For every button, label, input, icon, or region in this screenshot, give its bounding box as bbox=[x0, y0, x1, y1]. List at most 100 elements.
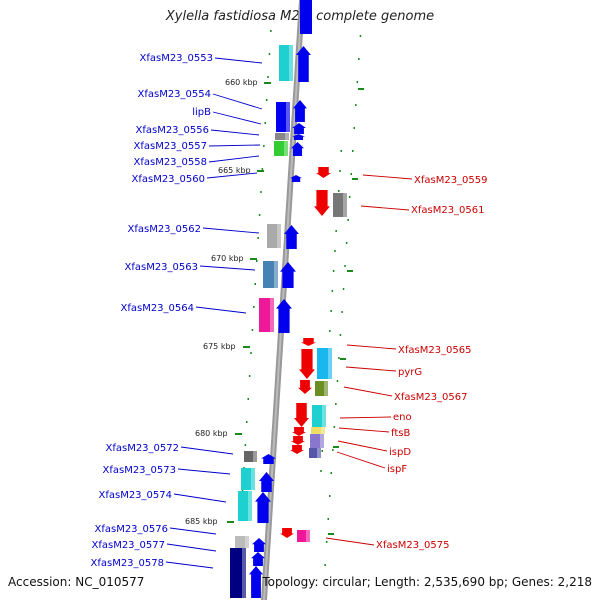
tick bbox=[353, 127, 355, 129]
tick bbox=[258, 214, 261, 216]
gene-label[interactable]: XfasM23_0575 bbox=[376, 540, 450, 551]
kbp-label: 685 kbp bbox=[185, 517, 218, 526]
leader-line bbox=[214, 57, 263, 64]
tick bbox=[355, 104, 357, 106]
gene-label[interactable]: ispF bbox=[387, 464, 407, 475]
tick bbox=[324, 564, 326, 566]
gene-label[interactable]: XfasM23_0573 bbox=[102, 465, 176, 476]
feature-block bbox=[274, 141, 288, 156]
feature-block bbox=[230, 548, 246, 598]
reverse-gene-arrow bbox=[314, 190, 330, 216]
tick bbox=[344, 265, 346, 267]
gene-label[interactable]: XfasM23_0559 bbox=[414, 175, 488, 186]
feature-block bbox=[310, 434, 324, 448]
major-tick bbox=[243, 346, 250, 348]
major-tick bbox=[328, 533, 334, 535]
gene-label[interactable]: XfasM23_0576 bbox=[94, 524, 168, 535]
gene-label[interactable]: XfasM23_0558 bbox=[133, 157, 207, 168]
forward-gene-arrow bbox=[261, 454, 276, 464]
forward-gene-arrow bbox=[292, 134, 305, 140]
label-leader-lines bbox=[165, 57, 413, 569]
tick bbox=[336, 380, 339, 382]
tick bbox=[348, 196, 351, 198]
tick bbox=[267, 76, 269, 78]
feature-block bbox=[297, 530, 310, 542]
gene-label[interactable]: XfasM23_0563 bbox=[124, 262, 198, 273]
gene-label[interactable]: XfasM23_0578 bbox=[90, 558, 164, 569]
leader-line bbox=[343, 386, 393, 397]
gene-label[interactable]: eno bbox=[393, 412, 412, 423]
forward-gene-arrow bbox=[259, 472, 274, 492]
major-tick bbox=[340, 358, 346, 360]
tick bbox=[339, 170, 341, 172]
tick bbox=[340, 150, 342, 152]
feature-block bbox=[241, 468, 255, 490]
feature-block bbox=[244, 451, 257, 462]
gene-label[interactable]: XfasM23_0567 bbox=[394, 392, 468, 403]
gene-label[interactable]: XfasM23_0564 bbox=[120, 303, 194, 314]
gene-label[interactable]: XfasM23_0565 bbox=[398, 345, 472, 356]
gene-label[interactable]: XfasM23_0574 bbox=[98, 490, 172, 501]
feature-highlight bbox=[251, 468, 255, 490]
gene-label[interactable]: pyrG bbox=[398, 367, 422, 378]
tick bbox=[332, 449, 334, 451]
gene-label[interactable]: lipB bbox=[192, 107, 211, 118]
feature-block bbox=[259, 298, 274, 332]
reverse-gene-arrow bbox=[292, 427, 306, 436]
tick bbox=[256, 260, 258, 262]
feature-highlight bbox=[274, 261, 278, 288]
feature-highlight bbox=[285, 133, 289, 140]
feature-blocks bbox=[230, 45, 347, 598]
feature-highlight bbox=[317, 448, 321, 458]
leader-line bbox=[345, 366, 397, 372]
kbp-label: 675 kbp bbox=[203, 342, 236, 351]
feature-highlight bbox=[324, 381, 328, 396]
gene-label[interactable]: XfasM23_0554 bbox=[137, 89, 211, 100]
gene-label[interactable]: XfasM23_0553 bbox=[139, 53, 213, 64]
leader-line bbox=[199, 265, 256, 271]
major-tick bbox=[257, 170, 264, 172]
gene-label[interactable]: XfasM23_0562 bbox=[127, 224, 201, 235]
forward-gene-arrow bbox=[290, 175, 302, 182]
gene-label[interactable]: XfasM23_0561 bbox=[411, 205, 485, 216]
gene-label[interactable]: XfasM23_0572 bbox=[105, 443, 179, 454]
accession-text: Accession: NC_010577 bbox=[8, 575, 145, 589]
reverse-gene-arrow bbox=[290, 445, 304, 454]
leader-line bbox=[195, 306, 247, 314]
gene-label[interactable]: XfasM23_0557 bbox=[133, 141, 207, 152]
leader-line bbox=[208, 155, 260, 163]
gene-label[interactable]: XfasM23_0556 bbox=[135, 125, 209, 136]
gene-arrows bbox=[249, 0, 331, 598]
tick bbox=[263, 145, 265, 147]
tick bbox=[321, 450, 323, 452]
gene-label[interactable]: ispD bbox=[389, 447, 411, 458]
leader-line bbox=[338, 427, 390, 433]
tick bbox=[247, 398, 249, 400]
tick bbox=[264, 122, 266, 124]
tick bbox=[330, 472, 332, 474]
gene-label[interactable]: ftsB bbox=[391, 428, 410, 439]
feature-highlight bbox=[321, 427, 325, 434]
tick bbox=[248, 375, 251, 377]
feature-block bbox=[275, 133, 289, 140]
tick bbox=[352, 150, 354, 152]
leader-line bbox=[336, 451, 386, 469]
feature-block bbox=[235, 536, 249, 548]
kbp-label: 660 kbp bbox=[225, 78, 258, 87]
forward-gene-arrow bbox=[291, 142, 304, 156]
kbp-label: 665 kbp bbox=[218, 166, 251, 175]
tick bbox=[356, 81, 359, 83]
tick bbox=[335, 230, 337, 232]
leader-line bbox=[169, 527, 217, 535]
tick bbox=[246, 421, 248, 423]
forward-gene-arrow bbox=[276, 299, 292, 333]
major-tick bbox=[227, 521, 234, 523]
tick bbox=[334, 250, 336, 252]
leader-line bbox=[212, 111, 262, 125]
forward-gene-arrow bbox=[292, 123, 306, 134]
gene-label[interactable]: XfasM23_0577 bbox=[91, 540, 165, 551]
forward-gene-arrow bbox=[296, 46, 311, 82]
gene-label[interactable]: XfasM23_0560 bbox=[131, 174, 205, 185]
feature-highlight bbox=[320, 434, 324, 448]
leader-line bbox=[208, 144, 261, 147]
